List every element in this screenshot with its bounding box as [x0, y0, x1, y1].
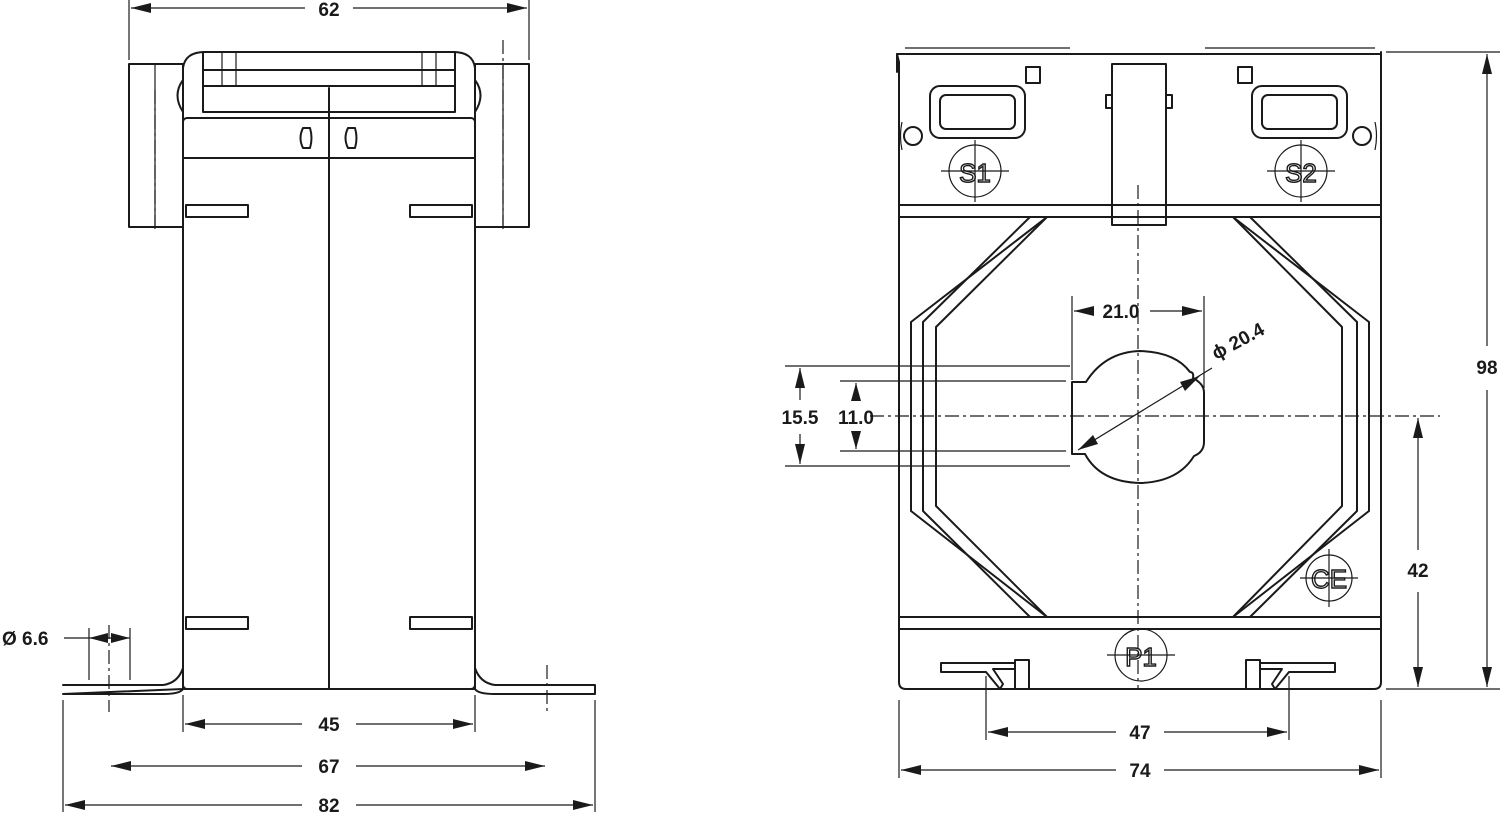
ce-mark: CE	[1311, 564, 1347, 594]
center-clip	[1111, 63, 1167, 226]
dim-15-5: 15.5	[782, 408, 819, 429]
dim-42: 42	[1407, 561, 1428, 582]
terminal-label-s1: S1	[959, 158, 991, 188]
terminal-label-s2: S2	[1285, 158, 1317, 188]
terminal-opening-s1	[929, 85, 1026, 139]
dim-45: 45	[318, 715, 340, 736]
dim-98: 98	[1476, 358, 1497, 379]
bottom-slot-left	[940, 662, 1016, 690]
side-mount-base	[62, 667, 596, 695]
side-view: 62 45 67 82 Ø 6.6	[2, 0, 596, 814]
front-view: S1 S2 P1 CE 21.0 ϕ	[782, 47, 1500, 782]
mount-hole-right	[1352, 126, 1372, 146]
dim-11-0: 11.0	[838, 408, 874, 429]
dim-diameter-20-4: ϕ 20.4	[1208, 319, 1268, 364]
bottom-slot-right	[1259, 662, 1336, 690]
dim-74: 74	[1129, 761, 1151, 782]
side-clamp-left	[128, 63, 184, 228]
dim-21-0: 21.0	[1103, 302, 1140, 323]
dim-67: 67	[318, 757, 339, 778]
primary-window	[1071, 350, 1205, 484]
dim-hole-diameter: Ø 6.6	[2, 629, 48, 650]
octagon-frame-outer	[910, 216, 1370, 618]
dim-62: 62	[318, 0, 339, 21]
front-housing	[896, 51, 1382, 690]
side-clamp-right	[474, 63, 530, 228]
dim-47: 47	[1129, 723, 1150, 744]
dim-82: 82	[318, 796, 339, 814]
terminal-label-p1: P1	[1125, 642, 1157, 672]
terminal-opening-s2	[1251, 85, 1348, 139]
mount-hole-left	[903, 126, 923, 146]
